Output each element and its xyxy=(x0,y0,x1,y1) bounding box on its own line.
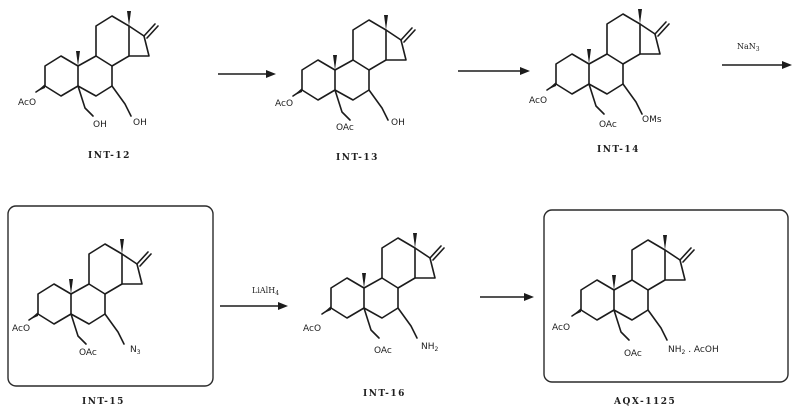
group-oac: OAc xyxy=(624,349,642,359)
compound-int-13: AcO OAc OH INT-13 xyxy=(275,14,416,163)
compound-aqx-1125: AcO OAc NH2 . AcOH AQX-1125 xyxy=(543,209,789,407)
group-oac: OAc xyxy=(374,346,392,356)
compound-int-15: AcO OAc N3 INT-15 xyxy=(7,205,214,407)
group-oac: OAc xyxy=(79,348,97,358)
group-oh: OH xyxy=(93,120,107,130)
group-nh2: NH2 xyxy=(421,342,439,353)
highlight-box xyxy=(7,205,214,387)
reagent-lialh4: LiAlH4 xyxy=(252,286,279,297)
compound-int-12: AcO OH OH INT-12 xyxy=(18,10,159,161)
group-aco: AcO xyxy=(18,98,36,108)
group-oh: OH xyxy=(391,118,405,128)
group-oac: OAc xyxy=(336,123,354,133)
group-oac: OAc xyxy=(599,120,617,130)
compound-label: AQX-1125 xyxy=(613,397,676,407)
compound-label: INT-14 xyxy=(597,145,640,155)
compound-label: INT-15 xyxy=(82,397,125,407)
compound-label: INT-13 xyxy=(336,153,379,163)
group-oms: OMs xyxy=(642,115,662,125)
reaction-arrow xyxy=(458,67,530,75)
group-aco: AcO xyxy=(303,324,321,334)
compound-int-16: AcO OAc NH2 INT-16 xyxy=(303,232,445,399)
group-aco: AcO xyxy=(552,323,570,333)
group-nh2-acoh: NH2 . AcOH xyxy=(668,345,719,356)
highlight-box xyxy=(543,209,789,383)
reaction-arrow-lialh4: LiAlH4 xyxy=(220,286,288,310)
group-oh: OH xyxy=(133,118,147,128)
reaction-arrow xyxy=(218,70,276,78)
group-aco: AcO xyxy=(12,324,30,334)
group-n3: N3 xyxy=(130,345,141,356)
group-aco: AcO xyxy=(529,96,547,106)
reagent-nan3: NaN3 xyxy=(737,42,760,53)
compound-int-14: AcO OAc OMs INT-14 xyxy=(529,8,670,155)
reaction-arrow-nan3: NaN3 xyxy=(722,42,792,69)
compound-label: INT-16 xyxy=(363,389,406,399)
reaction-arrow xyxy=(480,293,534,301)
group-aco: AcO xyxy=(275,99,293,109)
compound-label: INT-12 xyxy=(88,151,131,161)
